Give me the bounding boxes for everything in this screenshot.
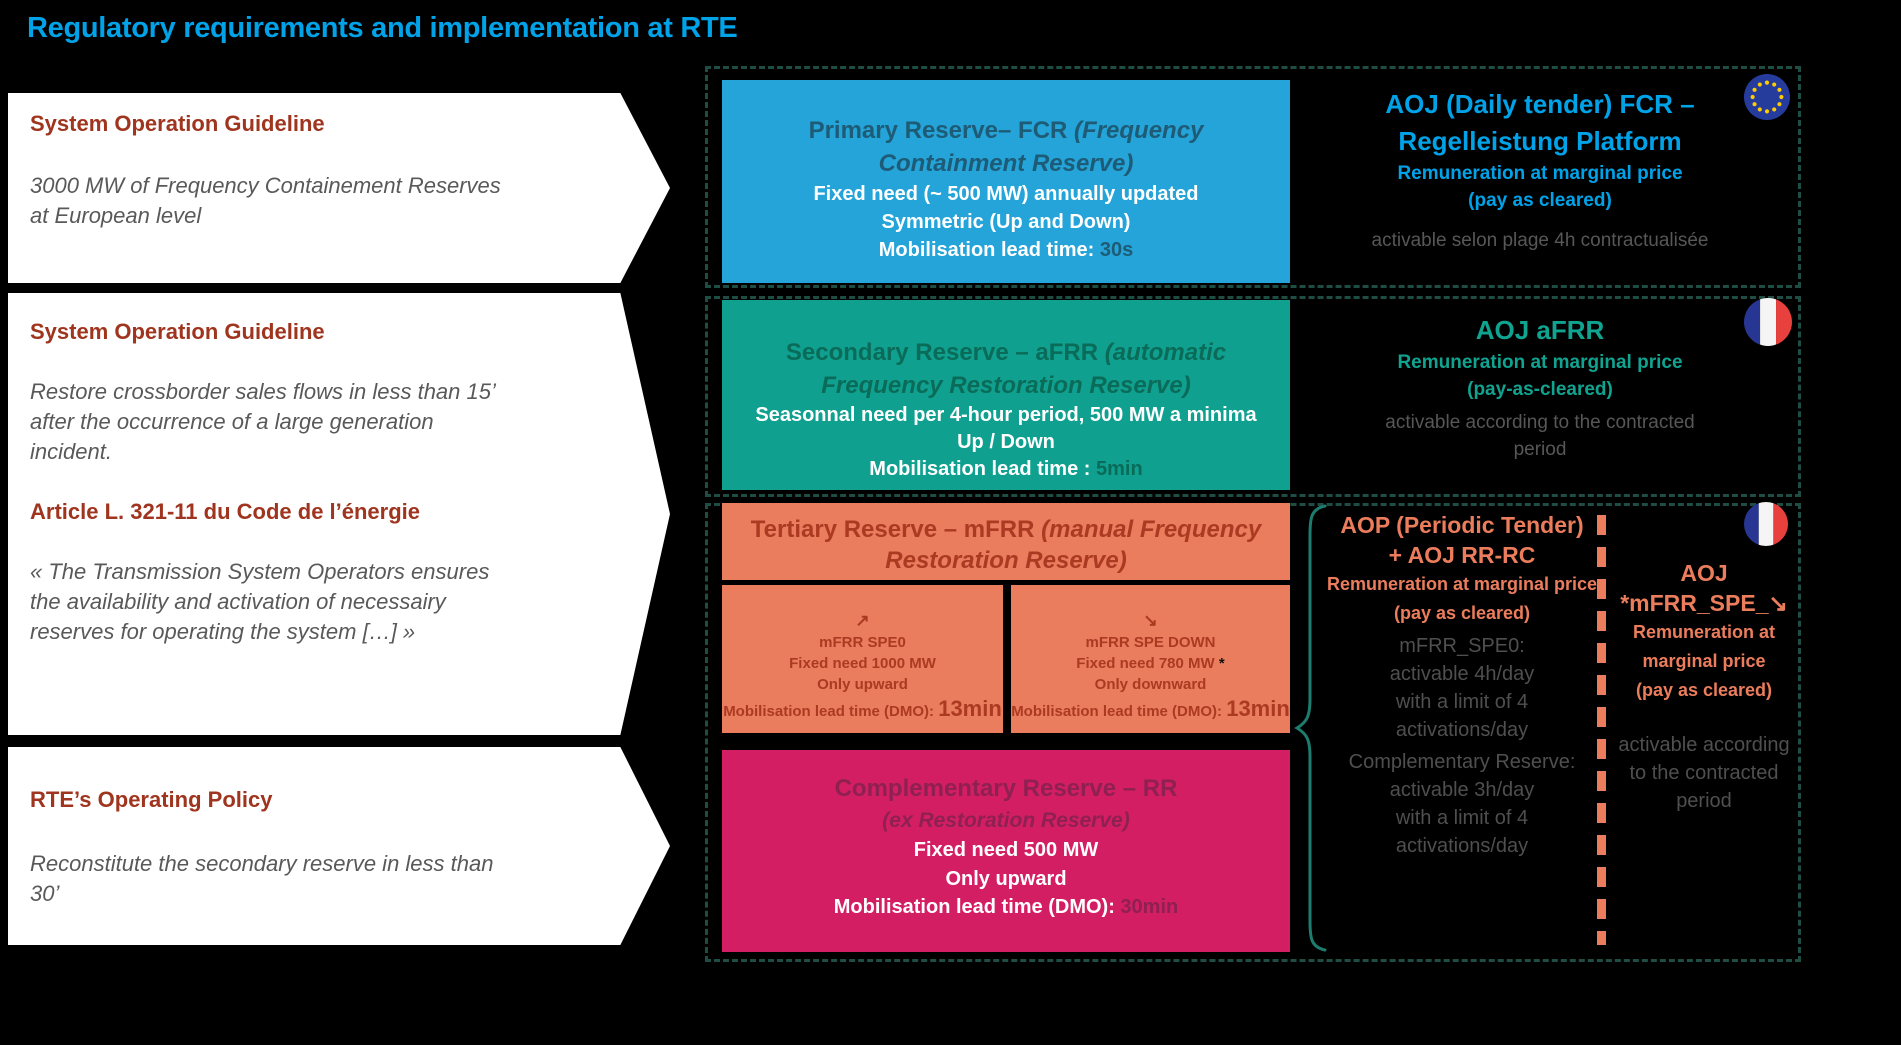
panel-heading: System Operation Guideline [30,111,325,136]
sub-box-name: mFRR SPE0 [819,634,906,651]
market-title: AOP (Periodic Tender) [1340,512,1584,538]
remuneration-line: (pay as cleared) [1635,680,1773,700]
box-line: Symmetric (Up and Down) [881,211,1131,233]
remuneration-line: marginal price [1642,651,1766,671]
page-title: Regulatory requirements and implementati… [27,12,738,44]
box-line: Fixed need 500 MW [913,839,1099,861]
activation-note: activable according to the contracted pe… [1618,734,1790,812]
box-title: Complementary Reserve – RR [834,775,1178,802]
panel-system-operation-guideline-1: System Operation Guideline 3000 MW of Fr… [8,93,670,283]
orange-dashed-divider [1597,515,1606,945]
remuneration-line: Remuneration at marginal price [1397,352,1683,373]
market-title: AOJ aFRR [1475,315,1605,345]
sub-box-need: Fixed need 780 MW * [1076,655,1225,672]
panel-heading-article: Article L. 321-11 du Code de l’énergie [30,499,421,524]
activation-note: activable according to the contracted pe… [1385,412,1695,460]
remuneration-line: (pay as cleared) [1393,603,1531,623]
fcr-section-border [705,66,1801,288]
box-subtitle: (ex Restoration Reserve) [882,809,1130,832]
box-title: Secondary Reserve – aFRR (automatic Freq… [785,339,1227,399]
market-title: *mFRR_SPE_↘ [1620,590,1788,616]
box-title: Primary Reserve– FCR (Frequency Containm… [808,117,1204,177]
box-lead-time: Mobilisation lead time: 30s [878,239,1134,261]
panel-body: 3000 MW of Frequency Containement Reserv… [30,173,501,228]
tertiary-reserve-mfrr-box: Tertiary Reserve – mFRR (manual Frequenc… [722,503,1290,580]
sub-box-lead-time: Mobilisation lead time (DMO): 13min [1011,696,1290,721]
box-lead-time: Mobilisation lead time (DMO): 30min [833,896,1179,918]
mfrr-spe-down-box: ↘ mFRR SPE DOWN Fixed need 780 MW * Only… [1011,585,1290,733]
box-line: Up / Down [957,431,1055,453]
mfrr-spe0-box: ↗ mFRR SPE0 Fixed need 1000 MW Only upwa… [722,585,1003,733]
sub-box-lead-time: Mobilisation lead time (DMO): 13min [723,696,1002,721]
market-title: Regelleistung Platform [1398,126,1682,156]
sub-box-need: Fixed need 1000 MW [789,655,936,672]
panel-body: Restore crossborder sales flows in less … [30,379,495,464]
sub-box-direction: Only downward [1094,676,1207,693]
remuneration-line: (pay as cleared) [1468,190,1612,211]
panel-content: System Operation Guideline 3000 MW of Fr… [8,93,670,231]
up-right-arrow-icon: ↗ [855,611,870,630]
france-flag-icon [1744,502,1788,546]
box-title: Tertiary Reserve – mFRR (manual Frequenc… [750,516,1262,574]
panel-rte-operating-policy: RTE’s Operating Policy Reconstitute the … [8,747,670,945]
primary-reserve-fcr-box: Primary Reserve– FCR (Frequency Containm… [722,80,1290,283]
market-title: AOJ [1680,560,1728,586]
aoj-afrr-market-block: AOJ aFRR Remuneration at marginal price … [1300,312,1780,463]
remuneration-line: Remuneration at [1632,622,1776,642]
panel-system-operation-guideline-2: System Operation Guideline Restore cross… [8,293,670,735]
panel-heading: RTE’s Operating Policy [30,787,273,812]
secondary-reserve-afrr-box: Secondary Reserve – aFRR (automatic Freq… [722,300,1290,490]
complementary-reserve-rr-box: Complementary Reserve – RR (ex Restorati… [722,750,1290,952]
box-lead-time: Mobilisation lead time : 5min [869,458,1143,480]
remuneration-line: (pay-as-cleared) [1467,379,1613,400]
panel-content: System Operation Guideline Restore cross… [8,293,670,647]
market-title: + AOJ RR-RC [1388,542,1536,568]
france-flag-icon [1744,298,1792,346]
activation-note-spe0: mFRR_SPE0: activable 4h/day with a limit… [1389,635,1535,741]
down-right-arrow-icon: ↘ [1143,611,1158,630]
market-title: AOJ (Daily tender) FCR – [1385,89,1695,119]
remuneration-line: Remuneration at marginal price [1397,163,1683,184]
aoj-mfrr-spe-block: AOJ *mFRR_SPE_↘ Remuneration at marginal… [1608,558,1800,815]
activation-note-complementary: Complementary Reserve: activable 3h/day … [1348,751,1576,857]
remuneration-line: Remuneration at marginal price [1326,574,1598,594]
panel-body: Reconstitute the secondary reserve in le… [30,851,494,906]
box-line: Fixed need (~ 500 MW) annually updated [813,183,1199,205]
panel-quote: « The Transmission System Operators ensu… [30,559,490,644]
panel-content: RTE’s Operating Policy Reconstitute the … [8,747,670,909]
afrr-section-border [705,296,1801,497]
grouping-brace [1294,504,1327,952]
eu-flag-icon [1744,74,1790,120]
box-line: Seasonnal need per 4-hour period, 500 MW… [755,404,1257,426]
panel-heading: System Operation Guideline [30,319,325,344]
sub-box-name: mFRR SPE DOWN [1085,634,1216,651]
aop-periodic-tender-block: AOP (Periodic Tender) + AOJ RR-RC Remune… [1326,510,1598,860]
box-line: Only upward [945,867,1067,890]
activation-note: activable selon plage 4h contractualisée [1371,230,1709,251]
asterisk-mark: * [1218,655,1225,672]
sub-box-direction: Only upward [817,676,908,693]
aoj-fcr-market-block: AOJ (Daily tender) FCR – Regelleistung P… [1300,86,1780,254]
